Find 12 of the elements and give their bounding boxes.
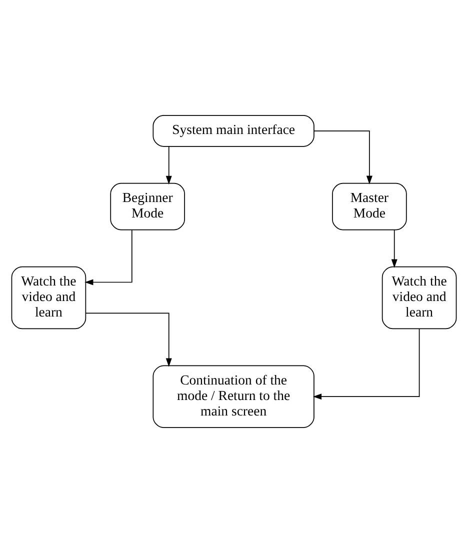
- arrow: [314, 130, 372, 184]
- node-box: Continuation of the mode / Return to the main screen: [152, 364, 314, 428]
- node-box: Watch the video and learn: [11, 266, 86, 329]
- arrow: [166, 146, 172, 184]
- arrow: [312, 328, 420, 400]
- arrow: [85, 312, 172, 366]
- node-box: System main interface: [152, 114, 314, 146]
- arrow: [391, 228, 398, 268]
- arrow: [84, 229, 132, 285]
- node-box: Master Mode: [332, 182, 407, 230]
- node-box: Watch the video and learn: [382, 266, 457, 329]
- node-box: Beginner Mode: [110, 182, 185, 230]
